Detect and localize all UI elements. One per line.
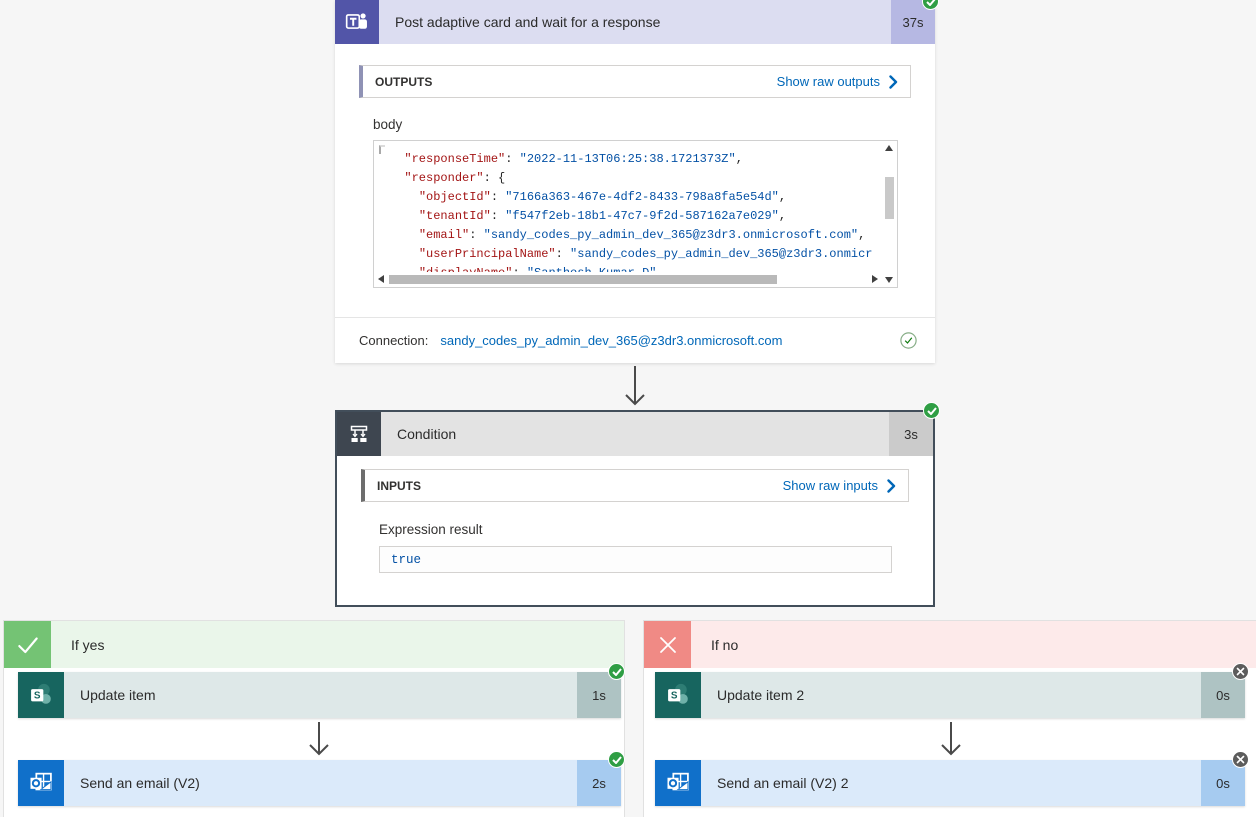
chevron-right-icon [889, 74, 898, 89]
body-label: body [373, 117, 403, 132]
action-title: Send an email (V2) 2 [701, 760, 1201, 806]
check-circle-icon [923, 402, 940, 419]
inputs-label: INPUTS [377, 478, 422, 493]
show-raw-inputs-link[interactable]: Show raw inputs [783, 478, 896, 493]
expression-result-label: Expression result [379, 522, 483, 537]
outputs-label: OUTPUTS [375, 74, 433, 89]
action-title: Post adaptive card and wait for a respon… [395, 14, 661, 30]
connector-arrow [941, 722, 961, 756]
card-divider [335, 317, 935, 318]
check-circle-icon [608, 751, 625, 768]
horizontal-scroll-thumb[interactable] [389, 275, 777, 284]
vertical-scroll-thumb[interactable] [885, 177, 894, 219]
action-title: Send an email (V2) [64, 760, 577, 806]
action-card-post-adaptive-card: Post adaptive card and wait for a respon… [335, 0, 939, 363]
action-duration: 1s [577, 672, 621, 718]
inputs-section-header: INPUTS Show raw inputs [361, 469, 909, 502]
action-card-update-item-2[interactable]: S Update item 2 0s [655, 663, 1249, 718]
teams-icon [335, 0, 379, 44]
scroll-down-arrow[interactable] [885, 277, 893, 283]
branch-label: If no [711, 636, 739, 653]
show-raw-outputs-link[interactable]: Show raw outputs [777, 74, 898, 89]
sharepoint-icon: S [18, 672, 64, 718]
action-title: Update item 2 [701, 672, 1201, 718]
scroll-left-arrow[interactable] [378, 275, 384, 283]
outlook-icon [655, 760, 701, 806]
scroll-up-arrow[interactable] [885, 145, 893, 151]
branch-if-no-header[interactable]: If no [644, 621, 1256, 668]
outputs-section-header: OUTPUTS Show raw outputs [359, 65, 911, 98]
action-header-condition[interactable]: Condition 3s [337, 412, 933, 456]
action-card-update-item[interactable]: S Update item 1s [18, 663, 625, 718]
sharepoint-icon: S [655, 672, 701, 718]
connection-account-link[interactable]: sandy_codes_py_admin_dev_365@z3dr3.onmic… [440, 333, 783, 348]
action-card-send-email-v2[interactable]: Send an email (V2) 2s [18, 751, 625, 806]
connector-arrow [625, 366, 645, 406]
condition-branch-icon [337, 412, 381, 456]
connector-arrow [309, 722, 329, 756]
action-header-post-adaptive-card[interactable]: Post adaptive card and wait for a respon… [335, 0, 935, 44]
connection-valid-icon [900, 332, 917, 349]
branch-if-yes-header[interactable]: If yes [4, 621, 624, 668]
skipped-circle-icon [1232, 751, 1249, 768]
code-fold-mark [379, 145, 385, 154]
action-title: Update item [64, 672, 577, 718]
expression-result-value: true [379, 546, 892, 573]
action-title: Condition [397, 426, 457, 442]
branch-label: If yes [71, 636, 105, 653]
check-icon [4, 621, 51, 668]
horizontal-scrollbar[interactable] [374, 272, 882, 287]
code-content: "responseTime": "2022-11-13T06:25:38.172… [404, 152, 873, 280]
skipped-circle-icon [1232, 663, 1249, 680]
connection-row: Connection: sandy_codes_py_admin_dev_365… [359, 318, 917, 363]
vertical-scrollbar[interactable] [882, 141, 897, 287]
chevron-right-icon [887, 478, 896, 493]
svg-text:S: S [34, 691, 41, 702]
check-circle-icon [608, 663, 625, 680]
action-duration: 3s [889, 412, 933, 456]
cross-icon [644, 621, 691, 668]
connection-label: Connection: [359, 333, 429, 348]
svg-text:S: S [671, 691, 678, 702]
scroll-right-arrow[interactable] [872, 275, 878, 283]
outlook-icon [18, 760, 64, 806]
action-card-send-email-v2-2[interactable]: Send an email (V2) 2 0s [655, 751, 1249, 806]
outputs-body-viewer: "responseTime": "2022-11-13T06:25:38.172… [373, 140, 898, 288]
action-card-condition: Condition 3s INPUTS Show raw inputs Expr… [335, 402, 940, 607]
